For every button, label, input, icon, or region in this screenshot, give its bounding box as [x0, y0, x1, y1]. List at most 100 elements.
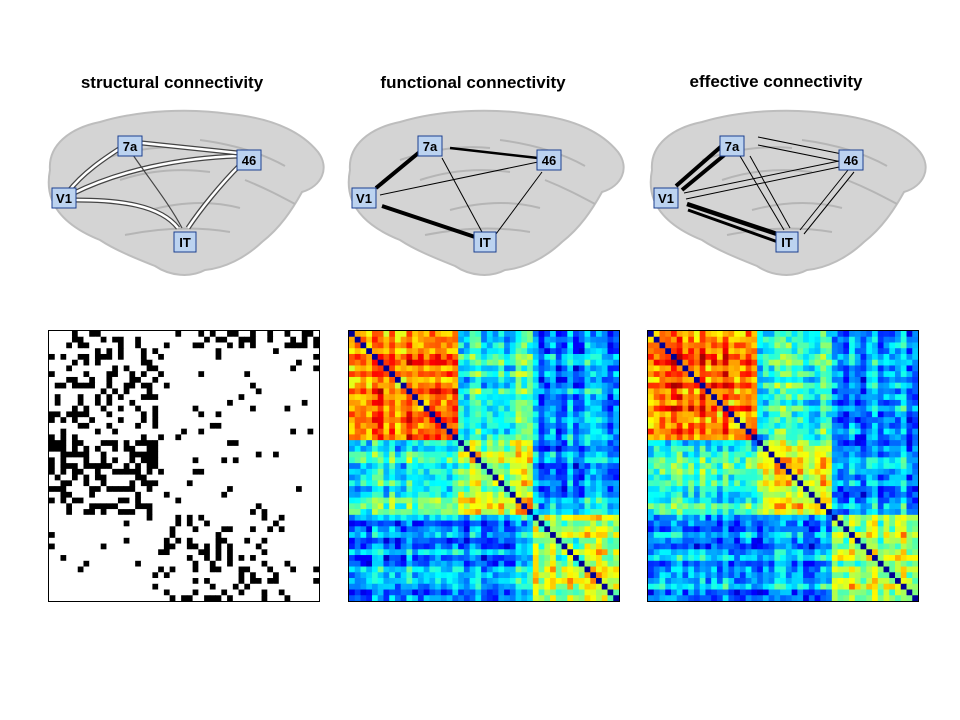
effective-matrix-cell [676, 348, 683, 355]
functional-matrix-cell [504, 503, 511, 510]
structural-matrix-cell [100, 463, 107, 470]
structural-matrix-cell [209, 514, 216, 521]
functional-matrix-cell [354, 474, 361, 481]
functional-matrix-cell [389, 417, 396, 424]
functional-matrix-cell [475, 359, 482, 366]
functional-matrix-cell [435, 445, 442, 453]
structural-matrix-cell [232, 537, 239, 544]
structural-matrix-cell [192, 578, 199, 585]
functional-matrix-cell [440, 336, 448, 343]
node-it-box [775, 231, 799, 253]
effective-matrix-cell [774, 382, 781, 389]
structural-matrix-cell [135, 411, 142, 418]
functional-matrix-cell [435, 365, 442, 372]
effective-matrix-cell [762, 382, 770, 389]
structural-matrix-cell [198, 468, 205, 476]
functional-matrix-cell [429, 457, 436, 464]
structural-matrix-cell [227, 376, 234, 384]
functional-matrix-cell [538, 555, 545, 562]
functional-matrix-cell [394, 422, 402, 430]
effective-matrix-cell [728, 348, 735, 355]
structural-matrix-cell [227, 457, 234, 464]
effective-matrix-cell [803, 342, 810, 349]
structural-matrix-cell [238, 503, 245, 510]
structural-matrix-cell [117, 520, 125, 527]
structural-matrix-cell [238, 371, 245, 378]
functional-matrix-cell [521, 468, 528, 476]
structural-matrix-cell [140, 503, 148, 510]
structural-matrix-cell [163, 497, 171, 504]
functional-matrix-cell [440, 503, 448, 510]
structural-matrix-cell [221, 371, 228, 378]
functional-matrix-cell [486, 589, 494, 596]
functional-matrix-cell [354, 491, 361, 498]
effective-matrix-cell [785, 365, 793, 372]
structural-matrix-cell [204, 457, 211, 464]
structural-matrix-cell [94, 589, 102, 596]
edge-7a-46-inner [141, 141, 239, 155]
functional-matrix-cell [412, 491, 419, 498]
structural-matrix-cell [54, 417, 61, 424]
functional-matrix-cell [349, 359, 356, 366]
structural-matrix-cell [106, 365, 113, 372]
functional-matrix-cell [349, 566, 356, 573]
functional-matrix-cell [354, 348, 361, 355]
structural-matrix-cell [112, 388, 119, 395]
structural-matrix-cell [54, 457, 61, 464]
structural-matrix-cell [94, 583, 102, 590]
functional-matrix-cell [383, 451, 390, 458]
structural-matrix-cell [158, 509, 165, 516]
structural-matrix-cell [140, 428, 148, 435]
structural-matrix-cell [232, 434, 239, 441]
functional-matrix-cell [383, 394, 390, 401]
structural-matrix-cell [273, 457, 280, 464]
functional-matrix-cell [521, 486, 528, 493]
effective-matrix-cell [808, 342, 815, 349]
structural-matrix-cell [146, 491, 153, 498]
effective-matrix-cell [814, 336, 821, 343]
structural-matrix-cell [232, 359, 239, 366]
structural-matrix-cell [163, 503, 171, 510]
structural-matrix-cell [250, 399, 257, 407]
structural-matrix-cell [158, 359, 165, 366]
functional-matrix-cell [607, 520, 614, 527]
structural-matrix-cell [255, 532, 262, 539]
structural-matrix-cell [209, 382, 216, 389]
functional-matrix-cell [481, 411, 488, 418]
structural-matrix-cell [227, 572, 234, 579]
structural-matrix-cell [290, 353, 297, 361]
structural-matrix-cell [215, 503, 222, 510]
functional-matrix-cell [394, 583, 402, 590]
effective-matrix-cell [699, 331, 706, 338]
structural-matrix-cell [313, 560, 319, 567]
functional-matrix-cell [366, 342, 373, 349]
functional-matrix-cell [354, 468, 361, 476]
functional-matrix-cell [613, 440, 619, 447]
effective-matrix-cell [808, 353, 815, 361]
structural-matrix-cell [94, 537, 102, 544]
structural-matrix-cell [186, 595, 194, 601]
functional-matrix-cell [458, 422, 465, 430]
functional-matrix-cell [573, 440, 580, 447]
structural-matrix-cell [71, 566, 79, 573]
functional-matrix-cell [412, 555, 419, 562]
structural-matrix-cell [112, 411, 119, 418]
effective-matrix-cell [751, 331, 758, 338]
functional-matrix-cell [446, 583, 453, 590]
structural-matrix-cell [163, 514, 171, 521]
functional-matrix-cell [371, 440, 379, 447]
functional-matrix-cell [515, 595, 522, 601]
structural-matrix-cell [186, 405, 194, 412]
functional-matrix-cell [481, 566, 488, 573]
structural-matrix-cell [255, 411, 262, 418]
functional-matrix-cell [366, 537, 373, 544]
functional-matrix-cell [417, 445, 425, 453]
functional-matrix-cell [573, 480, 580, 487]
functional-matrix-cell [567, 555, 574, 562]
structural-matrix-cell [123, 578, 130, 585]
functional-matrix-cell [584, 417, 591, 424]
functional-matrix-cell [567, 365, 574, 372]
structural-matrix-cell [296, 474, 303, 481]
structural-matrix-cell [106, 526, 113, 533]
structural-matrix-cell [77, 382, 84, 389]
